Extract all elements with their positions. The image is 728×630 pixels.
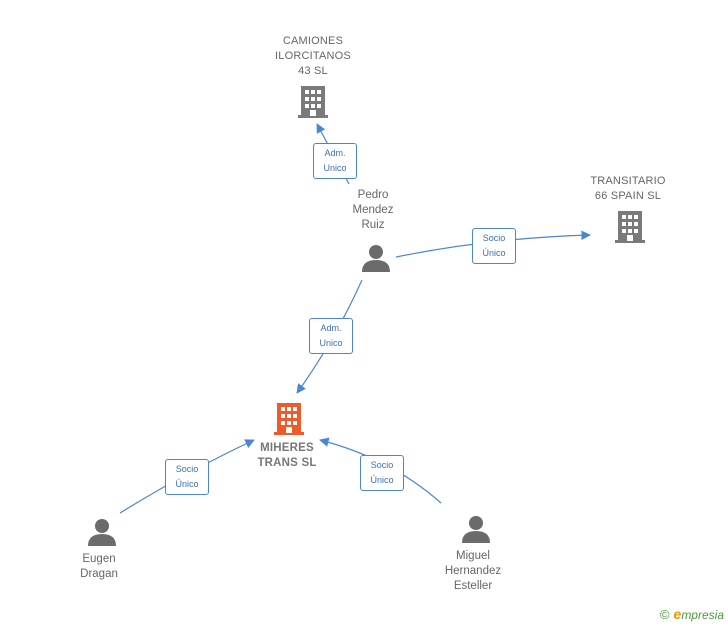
company-label-transitario[interactable]: TRANSITARIO 66 SPAIN SL <box>590 175 666 202</box>
edge-badge-miguel-miheres[interactable]: Socio Único <box>360 455 404 491</box>
brand-logo[interactable]: ©empresia <box>660 606 724 622</box>
person-label-eugen[interactable]: Eugen Dragan <box>80 553 118 580</box>
brand-initial: e <box>673 606 682 622</box>
building-icon[interactable] <box>615 211 645 243</box>
building-icon-main[interactable] <box>274 403 304 435</box>
edge-badge-pedro-miheres[interactable]: Adm. Unico <box>309 318 353 354</box>
edge-badge-pedro-transitario[interactable]: Socio Único <box>472 228 516 264</box>
company-label-miheres[interactable]: MIHERES TRANS SL <box>257 442 317 469</box>
person-icon[interactable] <box>462 516 490 543</box>
copyright-icon: © <box>659 607 670 622</box>
person-icon[interactable] <box>88 519 116 546</box>
person-label-miguel[interactable]: Miguel Hernandez Esteller <box>444 550 502 592</box>
building-icon[interactable] <box>298 86 328 118</box>
edge-badge-pedro-camiones[interactable]: Adm. Unico <box>313 143 357 179</box>
edge-badge-eugen-miheres[interactable]: Socio Único <box>165 459 209 495</box>
brand-name: mpresia <box>681 608 724 622</box>
person-label-pedro[interactable]: Pedro Mendez Ruiz <box>352 189 394 231</box>
person-icon[interactable] <box>362 245 390 272</box>
company-label-camiones[interactable]: CAMIONES ILORCITANOS 43 SL <box>275 35 351 77</box>
